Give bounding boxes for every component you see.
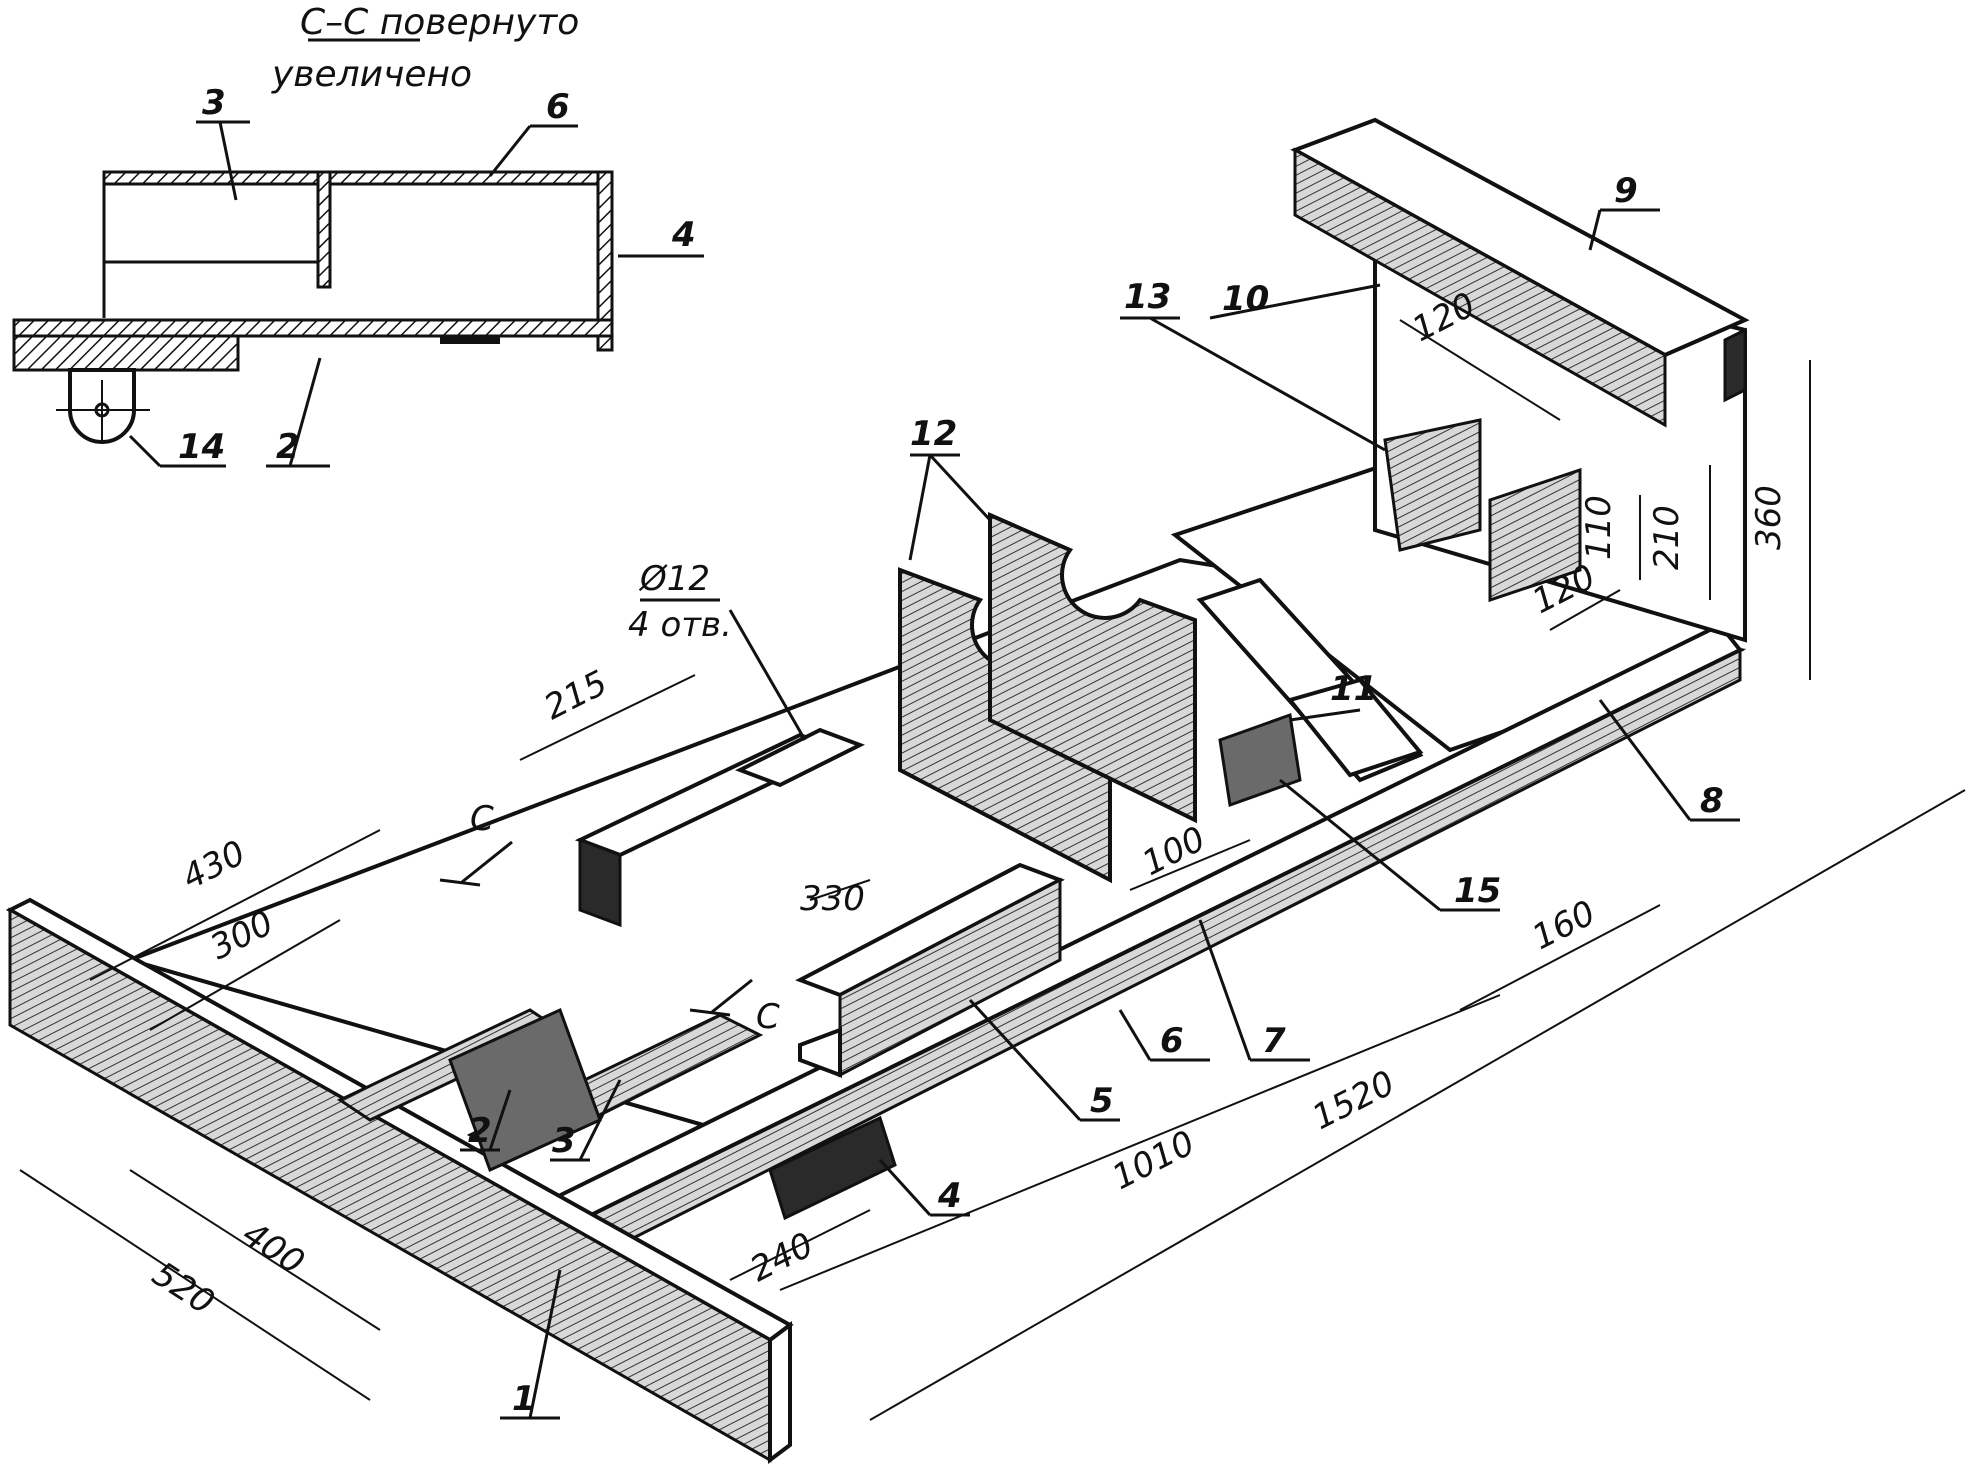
section-bottom-plate	[12, 318, 614, 338]
dim-330: 330	[800, 879, 865, 919]
section-mark-c-lower: С	[756, 997, 780, 1037]
front-channel-end	[768, 1321, 792, 1464]
main-frame	[5, 117, 1750, 1464]
dim-210: 210	[1647, 505, 1687, 570]
rail-plate-4	[768, 1115, 897, 1221]
dim-430: 430	[176, 833, 252, 898]
section-rib	[316, 170, 332, 289]
plate-12-right	[988, 511, 1197, 824]
dim-110: 110	[1579, 495, 1619, 560]
section-subtitle: увеличено	[271, 54, 472, 95]
label-3: 3	[552, 1121, 576, 1161]
section-label-6: 6	[546, 87, 570, 127]
top-channel-9-end	[1723, 327, 1747, 403]
dim-360: 360	[1749, 485, 1789, 550]
section-label-4: 4	[671, 215, 696, 255]
section-view: С–С повернуто увеличено 3 6 4 14 2	[12, 2, 704, 468]
label-15: 15	[1454, 871, 1501, 911]
dim-1010: 1010	[1106, 1123, 1201, 1198]
hole-note-count: 4 отв.	[628, 605, 732, 645]
label-1: 1	[512, 1379, 536, 1419]
bracket-5-flange	[798, 1027, 842, 1078]
section-top-plate	[102, 170, 606, 186]
label-9: 9	[1614, 171, 1638, 211]
top-channel-9-face	[1293, 147, 1667, 428]
hole-note-diameter: Ø12	[638, 559, 710, 599]
label-2: 2	[468, 1111, 492, 1151]
label-10: 10	[1222, 279, 1269, 319]
bracket-rear-face	[578, 837, 622, 928]
label-7: 7	[1262, 1021, 1286, 1061]
section-right-wall	[596, 170, 614, 352]
section-label-3: 3	[202, 83, 226, 123]
part-11	[1286, 677, 1424, 778]
label-6: 6	[1160, 1021, 1184, 1061]
section-label-2: 2	[276, 427, 300, 467]
gusset-13	[1383, 418, 1482, 552]
label-12: 12	[910, 414, 957, 454]
label-13: 13	[1124, 277, 1171, 317]
dim-240: 240	[744, 1225, 820, 1290]
section-weld	[440, 336, 500, 344]
label-8: 8	[1700, 781, 1724, 821]
part-labels: 1 2 3 4 5 6 7 8 9 10 11 12 13	[439, 171, 1740, 1420]
dim-215: 215	[538, 663, 614, 728]
dim-160: 160	[1526, 893, 1602, 958]
dim-520: 520	[145, 1254, 221, 1323]
gusset-right	[1488, 467, 1582, 603]
dim-1520: 1520	[1306, 1063, 1401, 1138]
section-label-14: 14	[178, 427, 225, 467]
section-mark-c-upper: С	[470, 799, 494, 839]
dim-400: 400	[235, 1214, 311, 1283]
label-4: 4	[937, 1176, 962, 1216]
section-title: С–С повернуто	[300, 2, 579, 43]
label-11: 11	[1330, 669, 1377, 709]
bracket-rear-tab	[735, 727, 865, 788]
part-15	[1218, 712, 1302, 808]
section-bottom-bar	[12, 334, 240, 372]
label-5: 5	[1090, 1081, 1114, 1121]
